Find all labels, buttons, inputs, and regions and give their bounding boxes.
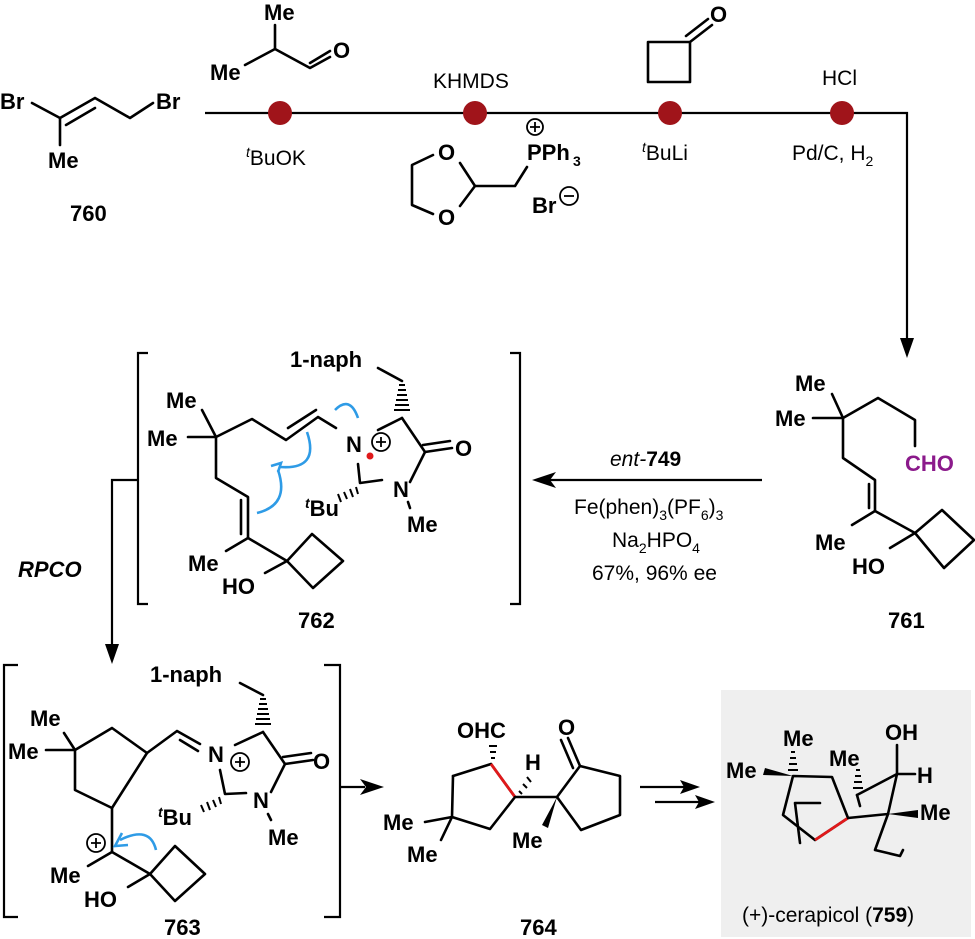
svg-text:O: O: [313, 749, 330, 774]
svg-text:O: O: [333, 38, 350, 63]
svg-text:OHC: OHC: [457, 718, 506, 743]
svg-text:ent-749: ent-749: [610, 448, 681, 471]
electron-push-arrow: [334, 402, 360, 419]
step-node-3: [658, 101, 682, 125]
multistep-arrow: [640, 780, 715, 809]
svg-text:Br: Br: [156, 89, 181, 114]
arrow-head-down: [900, 338, 914, 358]
svg-text:Me: Me: [147, 426, 178, 451]
svg-text:tBu: tBu: [305, 495, 339, 521]
svg-text:Me: Me: [210, 60, 241, 85]
svg-text:Me: Me: [8, 739, 39, 764]
radical-dot-icon: [366, 452, 374, 460]
plus-charge-icon: [230, 752, 250, 772]
svg-text:1-naph: 1-naph: [290, 347, 362, 372]
reaction-arrow-762-to-763: RPCO: [18, 478, 138, 664]
step-node-2: [463, 101, 487, 125]
svg-text:Me: Me: [775, 406, 806, 431]
svg-text:Me: Me: [268, 825, 299, 850]
product-name-label: (+)-cerapicol (759): [742, 904, 914, 927]
new-bond-highlight: [814, 816, 849, 842]
svg-text:Me: Me: [30, 706, 61, 731]
plus-charge-icon: [86, 833, 106, 853]
electron-push-arrow: [256, 469, 283, 515]
svg-text:Me: Me: [48, 148, 79, 173]
svg-text:HO: HO: [84, 887, 117, 912]
svg-text:O: O: [455, 436, 472, 461]
aldehyde-group-cho: CHO: [905, 451, 954, 476]
svg-text:Na2HPO4: Na2HPO4: [612, 529, 700, 556]
reaction-arrow-761-to-762: ent-749 Fe(phen)3(PF6)3 Na2HPO4 67%, 96%…: [532, 448, 762, 585]
svg-text:Me: Me: [783, 726, 814, 751]
svg-text:Me: Me: [188, 551, 219, 576]
svg-text:Me: Me: [264, 0, 295, 25]
svg-text:Me: Me: [383, 810, 414, 835]
svg-text:H: H: [525, 750, 541, 775]
svg-text:Me: Me: [815, 530, 846, 555]
svg-text:Me: Me: [407, 512, 438, 537]
electron-push-arrow: [119, 833, 158, 851]
svg-text:Me: Me: [829, 746, 860, 771]
reagent-pdc-h2: Pd/C, H2: [792, 142, 874, 169]
svg-text:RPCO: RPCO: [18, 557, 82, 582]
reagent-isobutyraldehyde: Me Me O: [210, 0, 350, 85]
svg-text:1-naph: 1-naph: [150, 662, 222, 687]
svg-text:Me: Me: [795, 371, 826, 396]
svg-text:HO: HO: [222, 574, 255, 599]
svg-text:O: O: [438, 140, 455, 165]
plus-charge-icon: [526, 118, 544, 136]
compound-759-cerapicol: Me Me Me Me OH H (+)-cerapicol (759): [726, 720, 951, 927]
step-node-4: [830, 101, 854, 125]
svg-text:O: O: [710, 2, 727, 27]
reagent-khmds: KHMDS: [433, 70, 509, 93]
svg-text:Br: Br: [532, 193, 557, 218]
svg-text:Br: Br: [0, 89, 25, 114]
compound-number-763: 763: [164, 915, 201, 939]
svg-text:Me: Me: [407, 842, 438, 867]
compound-number-762: 762: [298, 608, 335, 633]
compound-number-764: 764: [520, 915, 557, 939]
compound-number-760: 760: [70, 201, 107, 226]
reagent-cyclobutanone: O: [646, 2, 727, 84]
svg-text:tBu: tBu: [158, 804, 192, 830]
svg-text:Me: Me: [920, 800, 951, 825]
compound-764: OHC H O Me Me Me 764: [383, 715, 622, 939]
svg-text:HO: HO: [852, 554, 885, 579]
plus-charge-icon: [371, 432, 391, 452]
svg-text:Me: Me: [512, 828, 543, 853]
svg-text:67%, 96% ee: 67%, 96% ee: [592, 562, 717, 585]
svg-text:Me: Me: [50, 863, 81, 888]
svg-text:OH: OH: [885, 720, 918, 745]
compound-763: 1-naph N O N Me tBu Me Me Me: [2, 662, 384, 939]
svg-text:N: N: [253, 788, 269, 813]
compound-761: Me Me CHO Me HO 761: [775, 371, 975, 633]
svg-text:3: 3: [573, 153, 581, 169]
reagent-phosphonium-salt: O O PPh 3 Br: [410, 118, 581, 230]
svg-text:Me: Me: [726, 758, 757, 783]
svg-text:PPh: PPh: [527, 140, 570, 165]
compound-760: Br Br Me 760: [0, 89, 181, 226]
new-bond-highlight: [489, 763, 517, 798]
svg-text:Me: Me: [166, 388, 197, 413]
svg-text:H: H: [917, 763, 933, 788]
electron-push-arrow: [279, 431, 312, 469]
minus-charge-icon: [559, 186, 579, 206]
top-reaction-line: [205, 111, 909, 345]
svg-text:O: O: [558, 715, 575, 740]
reagent-tbuli: tBuLi: [642, 139, 688, 165]
svg-text:N: N: [393, 477, 409, 502]
step-node-1: [268, 101, 292, 125]
svg-text:Fe(phen)3(PF6)3: Fe(phen)3(PF6)3: [574, 496, 724, 523]
reagent-tbuok: tBuOK: [246, 144, 306, 170]
reagent-hcl: HCl: [822, 67, 857, 90]
svg-text:O: O: [438, 205, 455, 230]
compound-number-761: 761: [888, 608, 925, 633]
compound-762: 1-naph N O N Me tBu Me Me Me H: [136, 347, 522, 633]
svg-text:N: N: [208, 742, 224, 767]
svg-text:N: N: [346, 432, 362, 457]
